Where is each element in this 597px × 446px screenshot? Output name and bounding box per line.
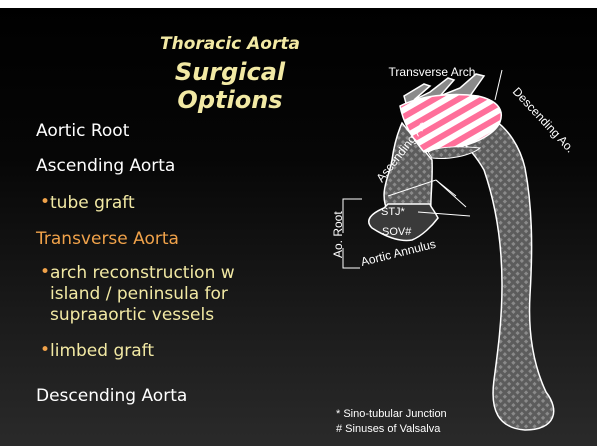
- outline-limbed-graft: limbed graft: [50, 341, 154, 362]
- outline-arch-reconstruction-line1: arch reconstruction w: [50, 263, 235, 284]
- label-aortic-annulus: Aortic Annulus: [359, 237, 437, 269]
- outline-arch-reconstruction-line2: island / peninsula for: [50, 284, 228, 305]
- outline-tube-graft: tube graft: [50, 193, 135, 214]
- label-stj: STJ*: [381, 206, 406, 218]
- label-sov: SOV#: [382, 226, 412, 238]
- bullet-icon: •: [40, 262, 50, 282]
- bullet-icon: •: [40, 192, 50, 212]
- footnote-stj: * Sino-tubular Junction: [336, 408, 447, 420]
- label-descending-ao: Descending Ao.: [510, 84, 578, 155]
- outline-transverse-aorta: Transverse Aorta: [36, 229, 179, 249]
- label-transverse-arch: Transverse Arch: [389, 65, 476, 79]
- footnote-sov: # Sinuses of Valsalva: [336, 423, 440, 435]
- outline-ascending-aorta: Ascending Aorta: [36, 156, 175, 176]
- bullet-icon: •: [40, 340, 50, 360]
- label-ao-root: Ao. Root: [331, 211, 345, 258]
- outline-aortic-root: Aortic Root: [36, 121, 129, 141]
- aorta-diagram: Transverse Arch Ascending Ao. Descending…: [290, 50, 590, 446]
- outline-descending-aorta: Descending Aorta: [36, 386, 187, 406]
- outline-arch-reconstruction-line3: supraaortic vessels: [50, 305, 214, 326]
